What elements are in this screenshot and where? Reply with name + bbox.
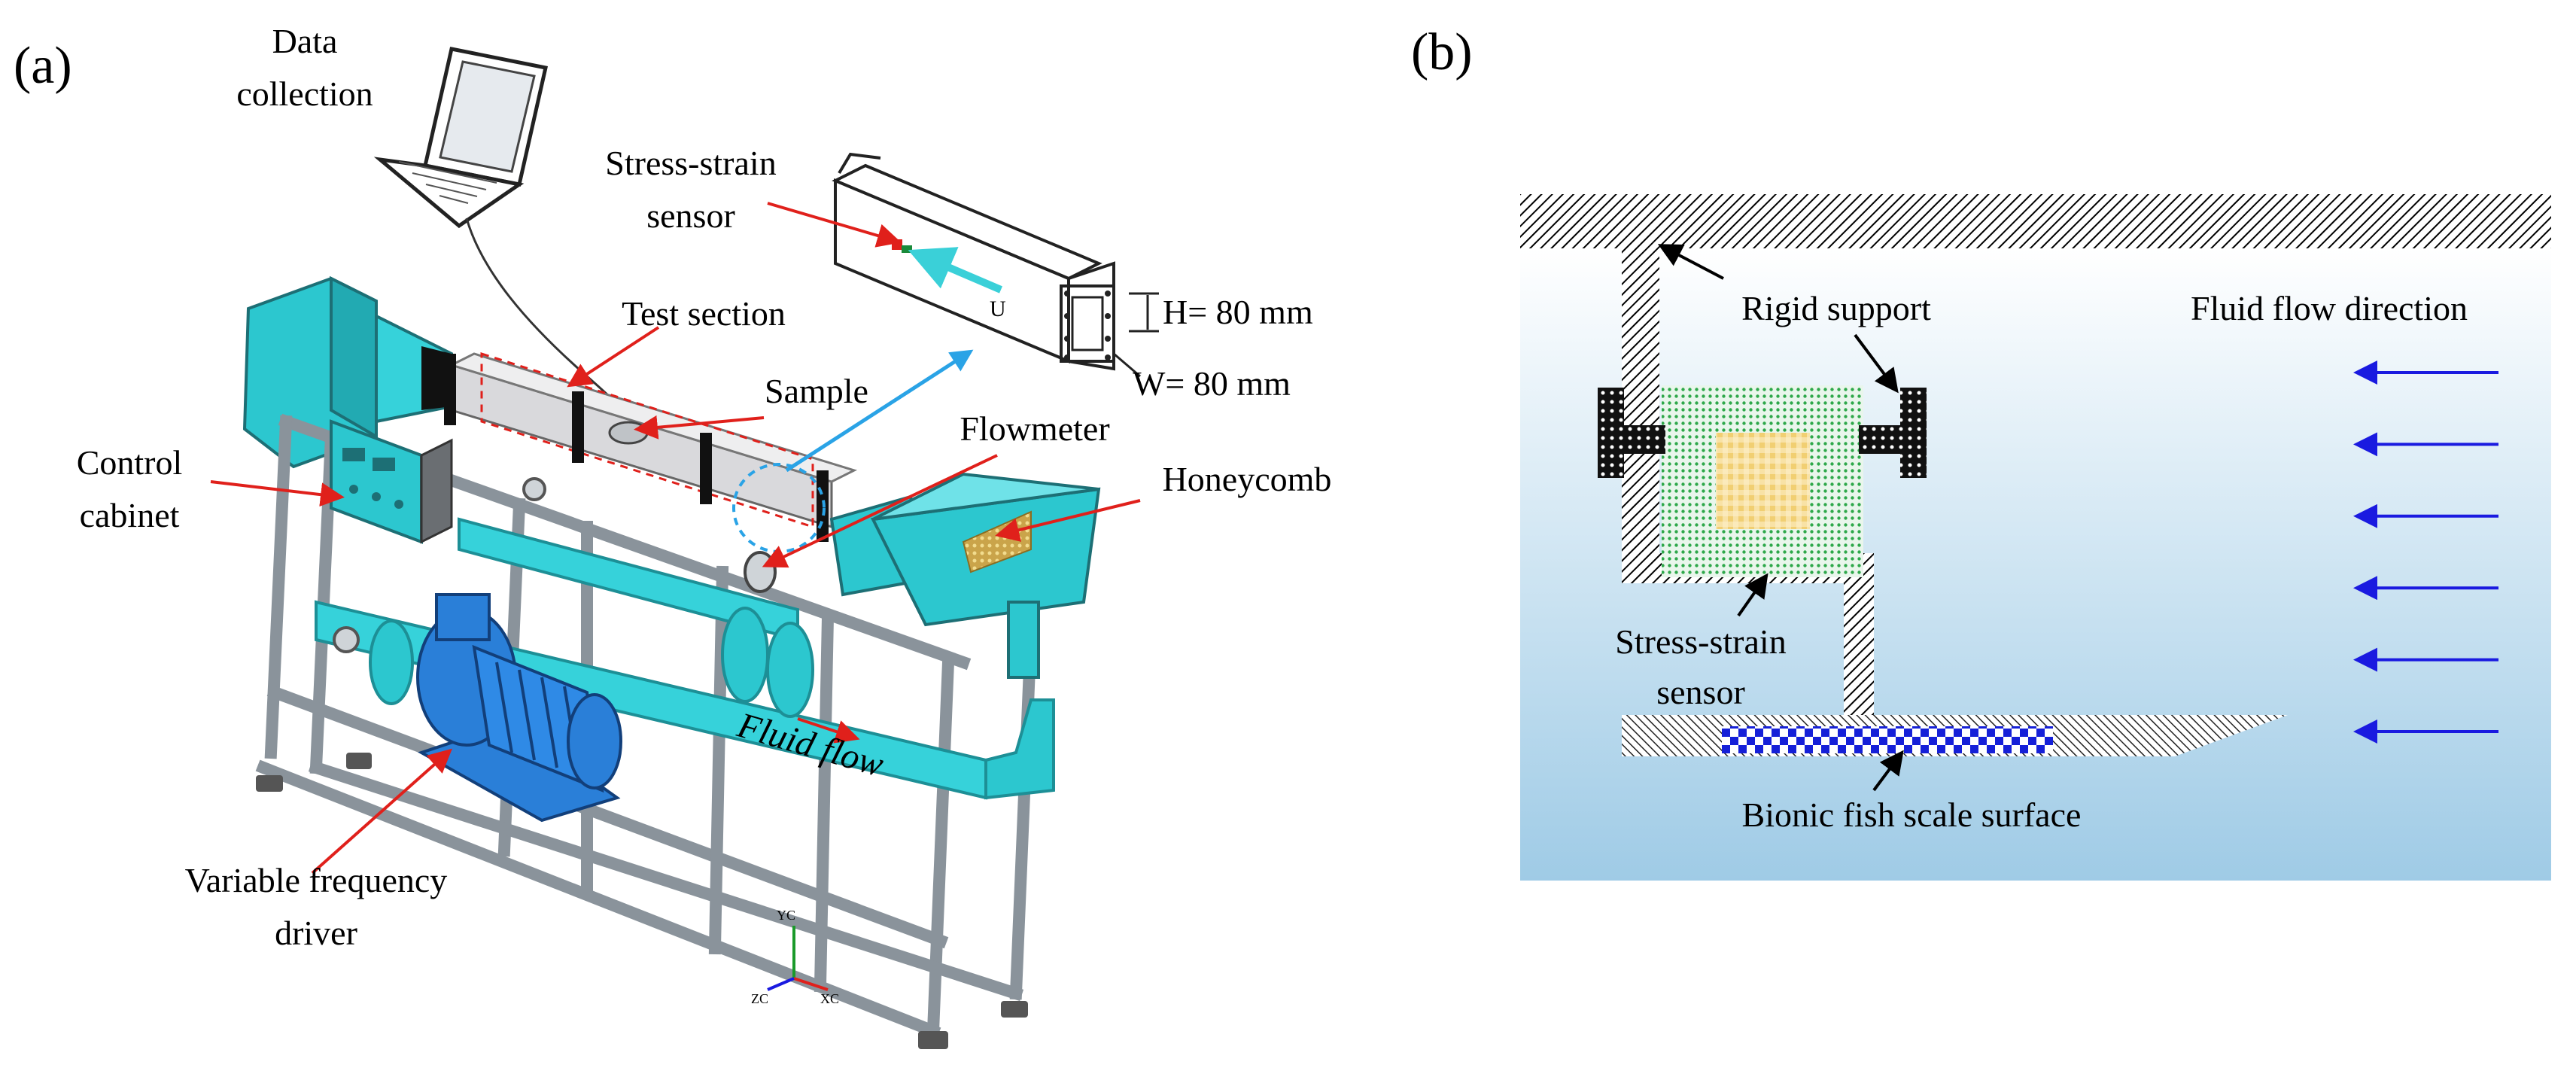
panel-b-leaders [1657,244,1904,792]
test-section-detail: U [832,152,1159,378]
flange-right [1859,388,1927,478]
flowmeter [744,551,777,593]
data-collection-label-2: collection [236,75,373,113]
honeycomb-label: Honeycomb [1163,460,1332,498]
data-collection-label-1: Data [272,22,338,60]
pump-motor [416,593,622,823]
test-section-label: Test section [622,294,786,333]
fish-scale-surface [1722,726,2053,753]
variable-frequency-driver-label-1: Variable frequency [185,861,448,899]
honeycomb-tank [829,472,1101,679]
stress-strain-sensor-b-label-2: sensor [1656,673,1745,711]
sample-label: Sample [765,372,868,410]
stress-strain-sensor-label-2: sensor [646,196,735,235]
sample-block [1716,433,1810,529]
stress-strain-sensor-b-label-1: Stress-strain [1615,622,1786,661]
flange-left [1598,388,1665,478]
axis-y-label: YC [777,908,795,923]
blower-housing [242,275,453,469]
control-cabinet-label-1: Control [77,443,183,482]
velocity-symbol: U [990,297,1006,321]
zoom-arrow [785,349,974,473]
top-wall [1520,194,2551,248]
fluid-flow-direction-label: Fluid flow direction [2191,289,2468,327]
coordinate-triad: YC XC ZC [751,908,839,1006]
fluid-flow-label: Fluid flow [732,705,888,785]
panel-a: (a) Data collection [14,22,1331,1049]
stress-strain-sensor-label-1: Stress-strain [605,144,776,182]
laptop-icon [373,47,549,229]
flowmeter-label: Flowmeter [960,409,1109,448]
axis-x-label: XC [820,991,839,1006]
panel-a-label: (a) [14,37,72,95]
axis-z-label: ZC [751,991,768,1006]
rigid-support-label: Rigid support [1741,289,1931,327]
bionic-surface-label: Bionic fish scale surface [1742,796,2082,834]
height-label: H= 80 mm [1163,293,1313,331]
control-cabinet-label-2: cabinet [80,496,180,534]
leader-lines [210,202,1141,875]
frame-feet [256,753,1028,1049]
panel-b: (b) [1411,23,2551,881]
control-cabinet [330,419,453,544]
width-label: W= 80 mm [1133,364,1291,403]
variable-frequency-driver-label-2: driver [275,914,357,952]
panel-b-label: (b) [1411,23,1473,81]
flow-arrows [2353,361,2498,744]
